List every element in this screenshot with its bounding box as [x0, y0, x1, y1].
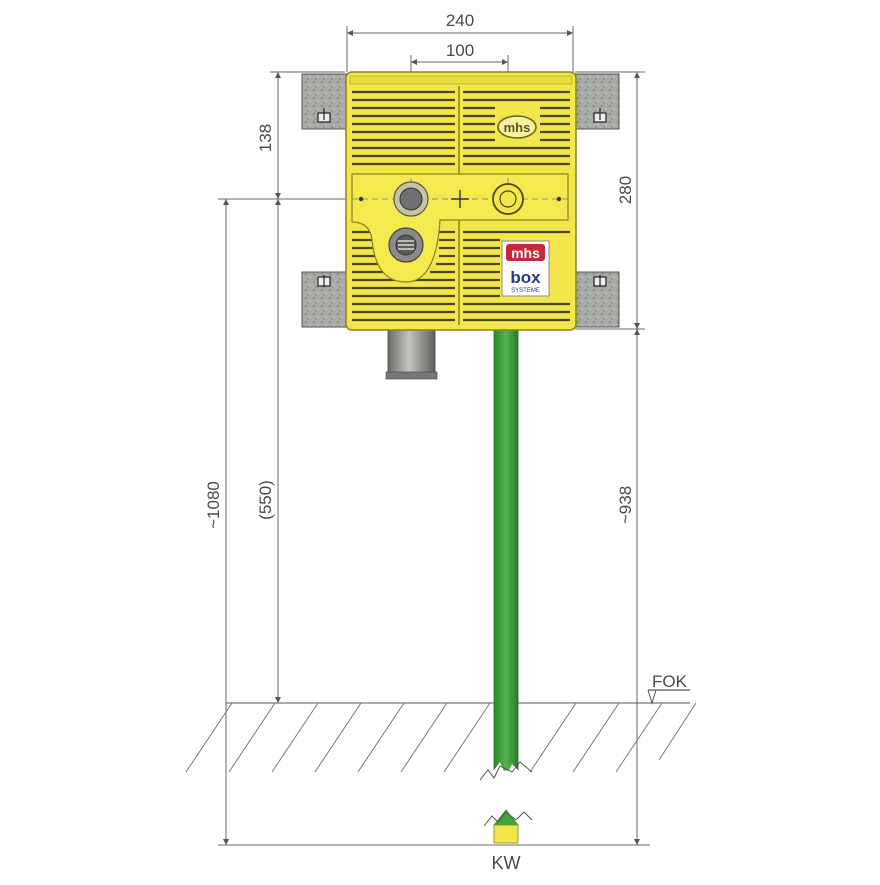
dimension-lines — [218, 26, 650, 846]
dim-138-label: 138 — [256, 124, 275, 152]
mounting-blocks — [301, 73, 620, 328]
dim-938-label: ~938 — [616, 486, 635, 524]
svg-text:box: box — [510, 268, 541, 287]
svg-text:SYSTEME: SYSTEME — [511, 288, 540, 294]
svg-text:mhs: mhs — [511, 245, 540, 261]
dim-280-label: 280 — [616, 176, 635, 204]
mounting-box: mhs mhs box SYSTEME — [345, 71, 577, 331]
mhs-box-badge: mhs box SYSTEME — [501, 240, 550, 297]
floor-level-label: FOK — [652, 672, 688, 691]
outlet-cylinder — [385, 329, 438, 380]
mhs-logo-small: mhs — [497, 115, 537, 139]
dim-550-label: (550) — [256, 480, 275, 520]
dim-100-label: 100 — [446, 41, 474, 60]
dim-240-label: 240 — [446, 11, 474, 30]
floor-hatch — [185, 689, 697, 773]
green-pipe — [479, 329, 533, 844]
svg-text:mhs: mhs — [504, 120, 531, 135]
cold-water-label: KW — [492, 853, 521, 873]
dim-1080-label: ~1080 — [204, 481, 223, 529]
